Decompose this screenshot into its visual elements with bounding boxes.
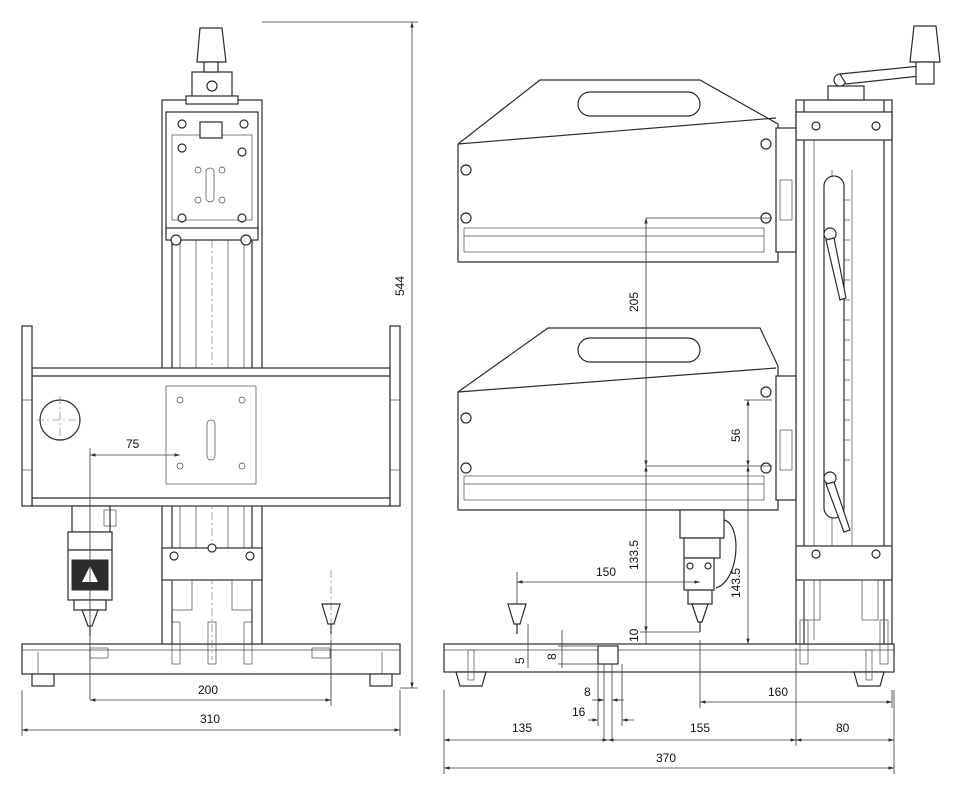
front-dim-span: 200 [198, 683, 218, 697]
side-upper-arm [457, 79, 797, 263]
side-dim-foot-5: 5 [513, 657, 527, 664]
side-view: 205 56 133.5 143.5 10 150 5 [443, 25, 941, 774]
front-top-mechanism [165, 27, 259, 246]
side-scale-ticks [844, 199, 850, 461]
front-dimensions: 544 75 200 310 [21, 21, 418, 736]
side-column [795, 25, 941, 665]
front-dim-width: 310 [200, 712, 220, 726]
side-dim-base-155: 155 [690, 721, 710, 735]
side-dim-base-80: 80 [836, 721, 850, 735]
side-dim-stroke: 143.5 [729, 568, 743, 598]
side-dim-lever: 56 [729, 428, 743, 442]
side-dim-reach-160: 160 [768, 685, 788, 699]
front-dim-offset: 75 [126, 437, 140, 451]
front-marking-head [67, 505, 117, 636]
side-dim-travel: 205 [627, 292, 641, 312]
front-horizontal-arm [21, 325, 401, 507]
side-dim-base-135: 135 [512, 721, 532, 735]
side-lower-arm [457, 327, 797, 511]
side-marking-head [679, 509, 737, 632]
side-dim-tip: 10 [627, 628, 641, 642]
front-view: 544 75 200 310 [21, 21, 418, 736]
front-base-plate [21, 643, 401, 687]
side-base-plate [443, 643, 895, 687]
side-dim-gap-8: 8 [584, 685, 591, 699]
side-dim-gap-16: 16 [572, 705, 586, 719]
side-dim-reach: 150 [596, 565, 616, 579]
front-dim-height: 544 [393, 276, 407, 296]
side-dim-head-height: 133.5 [627, 540, 641, 570]
side-dim-total-width: 370 [656, 751, 676, 765]
side-dim-foot-8: 8 [545, 653, 559, 660]
side-probe [507, 603, 527, 634]
side-dimensions: 205 56 133.5 143.5 10 150 5 [443, 217, 895, 774]
